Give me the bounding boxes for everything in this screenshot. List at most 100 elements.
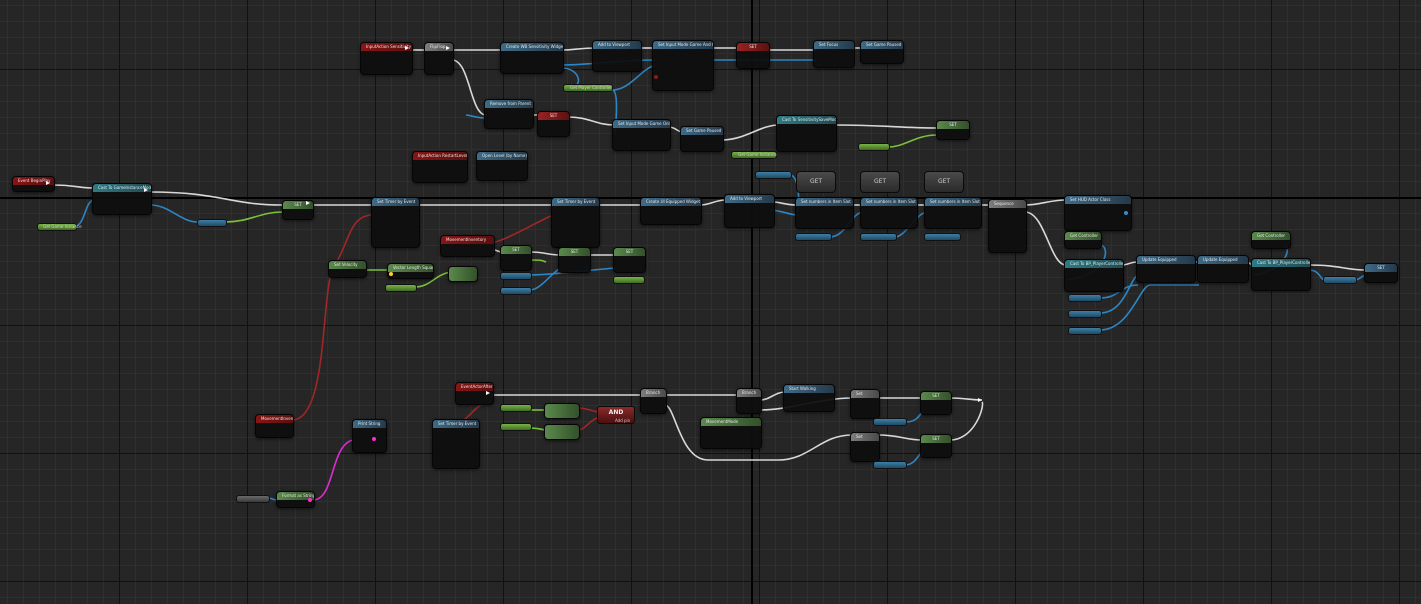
start-walking-node[interactable]: Start Walking [783, 384, 835, 412]
variable-getter[interactable] [873, 461, 907, 469]
exec-out-pin[interactable] [144, 188, 148, 192]
set-focus-node[interactable]: Set Focus [813, 40, 855, 68]
node-title: Set [851, 433, 879, 441]
add-to-viewport-node[interactable]: Add to Viewport [592, 40, 642, 72]
compare-node[interactable] [544, 424, 580, 440]
and-boolean-node[interactable]: AND [597, 406, 635, 424]
cast-game-instance-node[interactable]: Cast To GameInstanceMode [92, 183, 152, 215]
variable-getter[interactable] [860, 233, 897, 241]
variable-getter[interactable] [500, 423, 532, 431]
array-get-node[interactable]: GET [860, 171, 900, 193]
variable-getter[interactable] [613, 276, 645, 284]
set-node-1[interactable]: Set [850, 389, 880, 419]
variable-getter[interactable] [1068, 310, 1102, 318]
update-equipped-node-2[interactable]: Update Equipped [1197, 255, 1249, 283]
set-input-mode-game-ui-node[interactable]: Set Input Mode Game And UI [652, 40, 714, 91]
format-string-node[interactable]: Format as String [276, 491, 315, 508]
variable-getter[interactable] [385, 284, 417, 292]
get-game-instance-node[interactable]: Get Game Instance [731, 151, 777, 159]
node-title: SET [921, 392, 951, 400]
set-node-2[interactable]: Set [850, 432, 880, 462]
event-begin-play-node[interactable]: Event BeginPlay [12, 176, 55, 192]
set-variable-node[interactable]: SET [736, 42, 770, 69]
variable-getter[interactable] [1323, 276, 1357, 284]
variable-getter[interactable] [236, 495, 270, 503]
exec-reroute-pin[interactable] [978, 398, 982, 402]
compare-node[interactable] [448, 266, 478, 282]
create-ui-widget-node[interactable]: Create UI Equipped Widget [640, 197, 702, 225]
input-sensitivity-event-node[interactable]: InputAction Sensitivity [360, 42, 413, 75]
vector-pin[interactable] [389, 272, 393, 276]
set-numbers-node-3[interactable]: Set numbers in Item Slot [924, 197, 982, 229]
variable-getter[interactable] [500, 287, 532, 295]
set-numbers-node-2[interactable]: Set numbers in Item Slot [860, 197, 918, 229]
get-controller-node-2[interactable]: Get Controller [1251, 231, 1291, 249]
variable-getter[interactable] [924, 233, 961, 241]
variable-getter[interactable] [1068, 294, 1102, 302]
branch-node-2[interactable]: Branch [736, 388, 762, 414]
set-variable-node[interactable]: SET [282, 200, 314, 220]
set-game-paused-node-2[interactable]: Set Game Paused [680, 126, 724, 152]
variable-getter[interactable] [795, 233, 832, 241]
print-string-node[interactable]: Print String [352, 419, 387, 453]
object-pin[interactable] [1124, 211, 1128, 215]
set-timer-by-event-node-2[interactable]: Set Timer by Event [551, 197, 600, 248]
array-variable-getter[interactable] [755, 171, 792, 179]
array-get-node[interactable]: GET [924, 171, 964, 193]
get-game-instance-node-2[interactable]: Get Game Instance [37, 223, 82, 231]
update-equipped-node-1[interactable]: Update Equipped [1136, 255, 1196, 283]
sequence-node[interactable]: Sequence [988, 199, 1027, 253]
cast-bp-controller-node-2[interactable]: Cast To BP_PlayerController [1251, 258, 1311, 291]
set-timer-by-event-node-1[interactable]: Set Timer by Event [371, 197, 420, 248]
branch-node-1[interactable]: Branch [640, 388, 667, 414]
cast-sensitivity-node[interactable]: Cast To SensitivitySaveMode [776, 115, 837, 152]
set-variable-node[interactable]: SET [500, 245, 532, 271]
exec-out-pin[interactable] [405, 46, 409, 50]
set-input-mode-game-node[interactable]: Set Input Mode Game Only [612, 119, 671, 151]
bool-pin[interactable] [654, 75, 658, 79]
set-variable-node[interactable]: SET [936, 120, 970, 140]
cast-bp-controller-node[interactable]: Cast To BP_PlayerController [1064, 259, 1124, 292]
get-controller-node[interactable]: Get Controller [1064, 231, 1102, 249]
exec-out-pin[interactable] [306, 201, 310, 205]
event-tick-node[interactable]: MovementInventory [255, 414, 294, 438]
get-player-controller-node[interactable]: Get Player Controller [563, 84, 613, 92]
open-level-node[interactable]: Open Level (by Name) [476, 151, 528, 181]
exec-out-pin[interactable] [486, 391, 490, 395]
movement-inventory-event-node[interactable]: MovementInventory [440, 235, 495, 257]
string-pin[interactable] [308, 498, 312, 502]
add-pin-label[interactable]: Add pin [615, 418, 631, 423]
array-get-node[interactable]: GET [796, 171, 836, 193]
vector-length-node[interactable]: Vector Length Squared [387, 263, 434, 279]
exec-out-pin[interactable] [446, 46, 450, 50]
set-hud-class-node[interactable]: Set HUD Actor Class [1064, 195, 1132, 231]
set-game-paused-node[interactable]: Set Game Paused [860, 40, 904, 64]
exec-out-pin[interactable] [46, 181, 50, 185]
set-timer-by-event-node-3[interactable]: Set Timer by Event [432, 419, 480, 469]
variable-getter[interactable] [873, 418, 907, 426]
variable-getter[interactable] [500, 272, 532, 280]
variable-getter[interactable] [197, 219, 227, 227]
variable-getter[interactable] [1068, 327, 1102, 335]
compare-node[interactable] [544, 403, 580, 419]
set-variable-node[interactable]: SET [920, 391, 952, 415]
variable-getter[interactable] [858, 143, 890, 151]
remove-from-parent-node[interactable]: Remove from Parent [484, 99, 534, 129]
flip-flop-node[interactable]: FlipFlop [424, 42, 454, 75]
input-restart-event-node[interactable]: InputAction RestartLevel [412, 151, 468, 183]
set-variable-node[interactable]: SET [1364, 263, 1398, 283]
string-pin[interactable] [372, 437, 376, 441]
set-variable-node[interactable]: SET [537, 111, 570, 137]
movement-mode-node[interactable]: MovementMode [700, 417, 762, 449]
set-variable-node[interactable]: SET [613, 247, 646, 273]
set-variable-node[interactable]: SET [558, 247, 591, 273]
create-widget-node[interactable]: Create WB Sensitivity Widget [500, 42, 564, 74]
variable-getter[interactable] [500, 404, 532, 412]
set-variable-node[interactable]: SET [920, 434, 952, 458]
event-actor-reset-node[interactable]: EventActorAfterReset [455, 382, 494, 405]
add-to-viewport-node-2[interactable]: Add to Viewport [724, 194, 775, 228]
set-velocity-node[interactable]: Set Velocity [328, 260, 367, 278]
node-title: Set Game Paused [861, 41, 903, 49]
set-numbers-node-1[interactable]: Set numbers in Item Slot [795, 197, 854, 229]
